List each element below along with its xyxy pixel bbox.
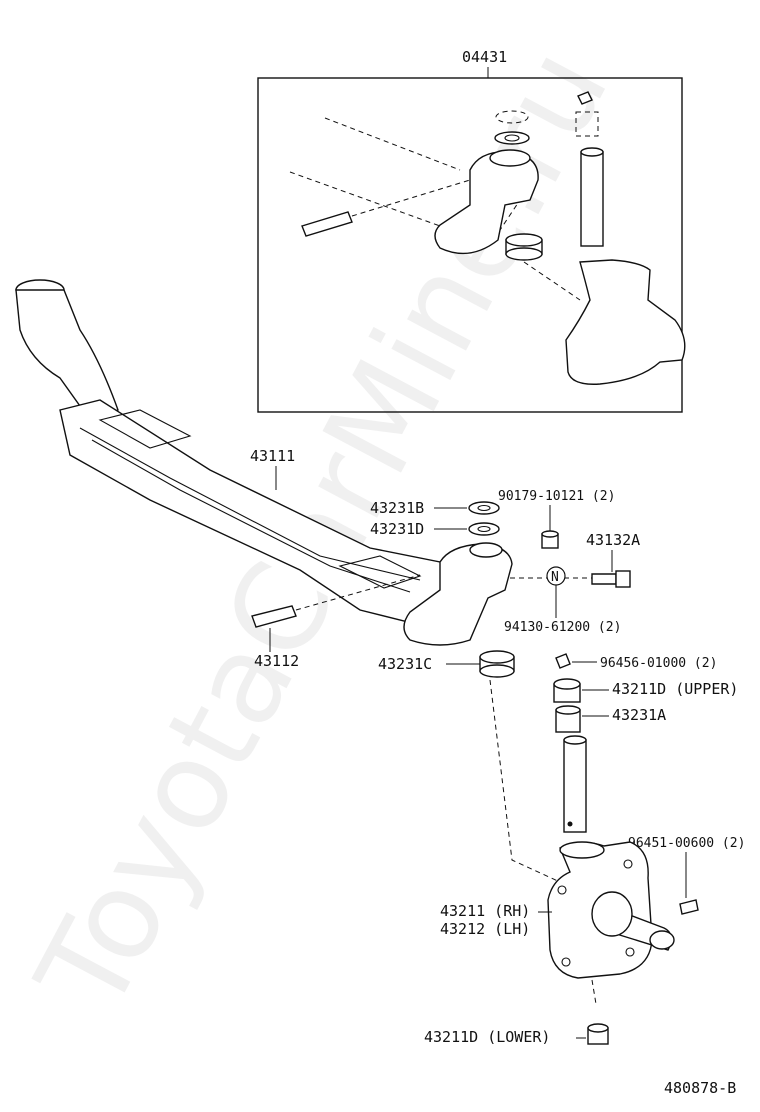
- kingpin-pin: [251, 605, 297, 628]
- axle-beam: [15, 279, 513, 646]
- label-bearing-c: 43231C: [378, 655, 432, 673]
- inset-pin: [301, 211, 353, 237]
- inset-code-label: 04431: [462, 48, 507, 66]
- bearing-d: [468, 522, 500, 536]
- label-washer: 94130-61200 (2): [504, 620, 621, 635]
- label-knuckle-bolt: 96451-00600 (2): [628, 836, 745, 851]
- label-grease-fitting: 96456-01000 (2): [600, 656, 717, 671]
- bearing-c: [479, 650, 515, 678]
- label-knuckle-lh: 43212 (LH): [440, 920, 530, 938]
- figure-code: 480878-B: [664, 1079, 736, 1097]
- bushing-a: [555, 705, 581, 733]
- bushing-lower: [587, 1023, 609, 1045]
- axle-right-end: [403, 543, 513, 646]
- axle-spring-pad-right: [338, 555, 422, 589]
- inset-kit: 04431: [257, 48, 686, 413]
- washer-symbol-letter: N: [551, 570, 559, 585]
- inset-washer-hole: [504, 134, 520, 142]
- inset-washer: [494, 131, 530, 145]
- inset-axle-bore: [489, 149, 531, 167]
- inset-king-pin: [580, 147, 604, 247]
- label-axle-beam: 43111: [250, 447, 295, 465]
- inset-bushing-ghost: [575, 111, 599, 137]
- king-pin-shaft: [563, 735, 587, 833]
- inset-bearing: [505, 233, 543, 261]
- knuckle-bolt-part: [679, 899, 699, 915]
- washer-symbol: N: [546, 566, 566, 586]
- lower-guide: [591, 979, 597, 1005]
- label-kingpin-pin: 43112: [254, 652, 299, 670]
- bolt-part: [591, 570, 631, 588]
- inset-pin-guide: [351, 179, 471, 217]
- axle-right-bore: [469, 542, 503, 558]
- label-nut: 90179-10121 (2): [498, 489, 615, 504]
- label-bushing-lower: 43211D (LOWER): [424, 1028, 550, 1046]
- label-bearing-cap-b: 43231B: [370, 499, 424, 517]
- inset-grease-fitting: [577, 91, 593, 105]
- axle-beam-flange: [79, 427, 421, 593]
- grease-fitting: [555, 653, 571, 669]
- inset-knuckle: [565, 259, 686, 385]
- bearing-cap-b: [468, 501, 500, 515]
- bushing-upper: [553, 678, 581, 703]
- label-bearing-d: 43231D: [370, 520, 424, 538]
- knuckle-guide: [489, 679, 561, 883]
- inset-frame: [257, 77, 683, 413]
- label-bushing-a: 43231A: [612, 706, 666, 724]
- inset-washer-ghost: [495, 110, 529, 124]
- label-bushing-upper: 43211D (UPPER): [612, 680, 738, 698]
- inset-guide: [523, 261, 581, 301]
- steering-knuckle: [547, 841, 675, 979]
- label-knuckle-rh: 43211 (RH): [440, 902, 530, 920]
- axle-left-arm: [15, 289, 119, 421]
- label-bolt: 43132A: [586, 531, 640, 549]
- axle-spring-pad-left: [98, 409, 192, 449]
- pin-guide: [295, 574, 421, 611]
- nut-part: [541, 530, 559, 549]
